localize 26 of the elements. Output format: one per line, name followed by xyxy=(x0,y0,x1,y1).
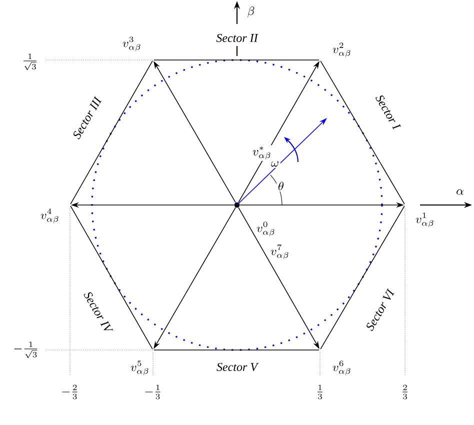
axis-label: $\frac{1}{\sqrt{3}}$ xyxy=(20,52,40,72)
node-label: $v^{0}_{\alpha\beta}$ xyxy=(256,222,274,236)
axis-label: $-\frac{1}{\sqrt{3}}$ xyxy=(12,340,40,360)
axis-label: $\alpha$ xyxy=(454,188,466,196)
node-label: $v^{7}_{\alpha\beta}$ xyxy=(270,244,288,260)
vertex-point: $v^{3}_{\alpha\beta}$ xyxy=(121,35,143,53)
vertex-point: $v^{5}_{\alpha\beta}$ xyxy=(129,359,151,377)
axis-label: $-\frac{2}{3}$ xyxy=(60,384,80,400)
edge-label: $v^{*}_{\alpha\beta}$ xyxy=(251,145,273,161)
vertex-point: $v^{4}_{\alpha\beta}$ xyxy=(39,207,61,225)
axis-label: $\beta$ xyxy=(246,5,256,19)
vertex-point: $v^{6}_{\alpha\beta}$ xyxy=(331,359,353,377)
hexagon-side xyxy=(320,206,405,350)
axis-label: $\theta$ xyxy=(276,180,286,192)
sector-label: Sector V xyxy=(215,362,259,372)
axis-label: $-\frac{1}{3}$ xyxy=(142,384,164,400)
vertex-point: $v^{1}_{\alpha\beta}$ xyxy=(414,211,436,229)
axis-label: $\frac{2}{3}$ xyxy=(400,384,410,400)
hexagon-side xyxy=(320,60,405,204)
vertex-point: $v^{0}_{\alpha\beta}$ $v^{7}_{\alpha\beta}$ xyxy=(234,202,291,261)
vertex-point: $v^{2}_{\alpha\beta}$ xyxy=(331,41,353,59)
sector-label: Sector II xyxy=(214,32,260,44)
hexagon-side xyxy=(70,60,153,204)
hexagon-side xyxy=(70,206,153,350)
axis-label: $\omega$ xyxy=(270,160,280,168)
axis-label: $\frac{1}{3}$ xyxy=(314,384,326,400)
